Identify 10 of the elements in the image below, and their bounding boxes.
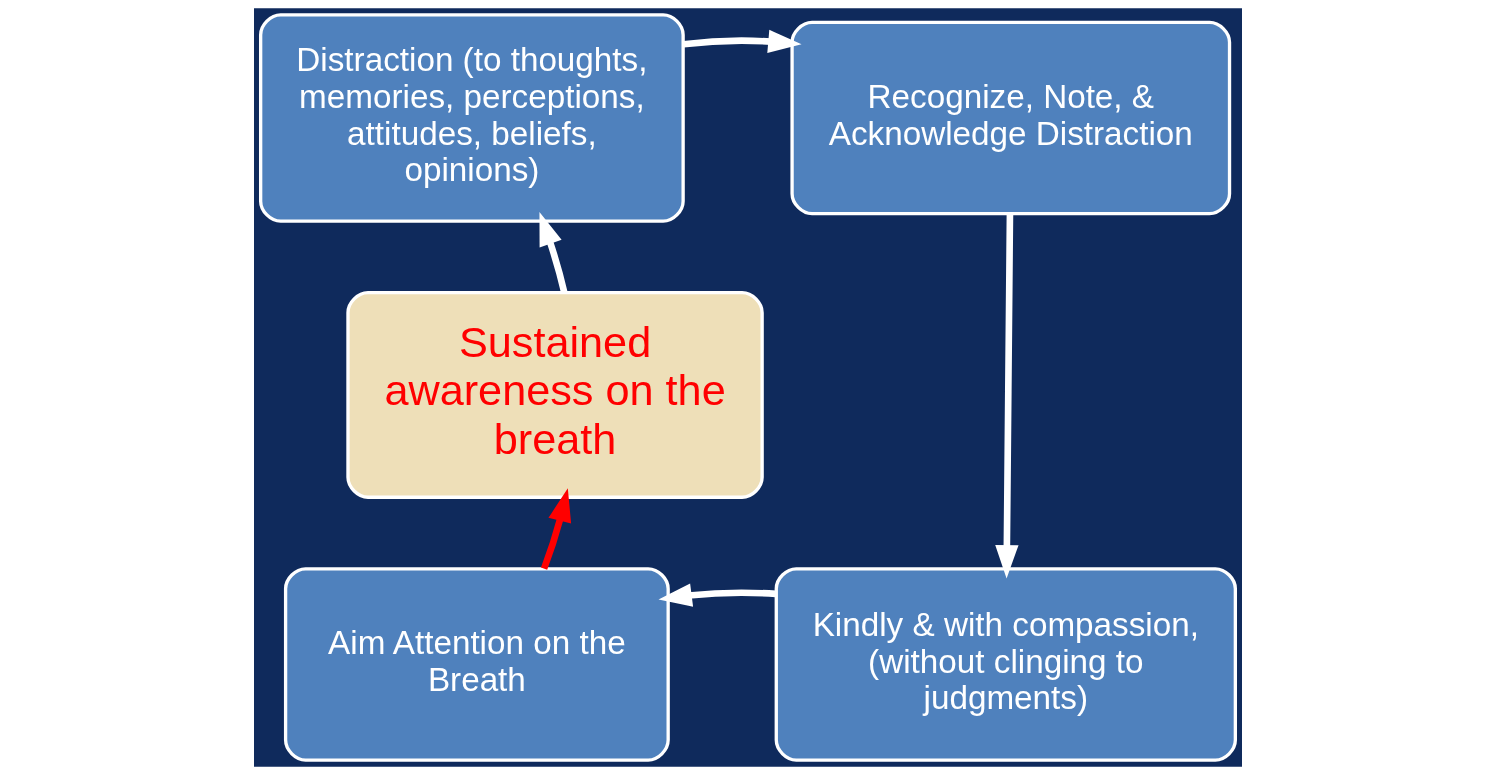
arrow bbox=[539, 212, 568, 294]
node-box: Sustained awareness on the breath bbox=[346, 291, 764, 499]
arrow bbox=[683, 29, 802, 54]
arrow bbox=[995, 214, 1019, 579]
arrow bbox=[658, 583, 777, 607]
node-box: Kindly & with compassion, (without clinging to judgments) bbox=[774, 567, 1237, 762]
node-box: Distraction (to thoughts, memories, perceptions, attitudes, beliefs, opinions) bbox=[259, 13, 685, 223]
node-box: Recognize, Note, & Acknowledge Distraction bbox=[790, 20, 1232, 216]
arrow bbox=[540, 488, 572, 570]
node-box: Aim Attention on the Breath bbox=[283, 567, 670, 762]
